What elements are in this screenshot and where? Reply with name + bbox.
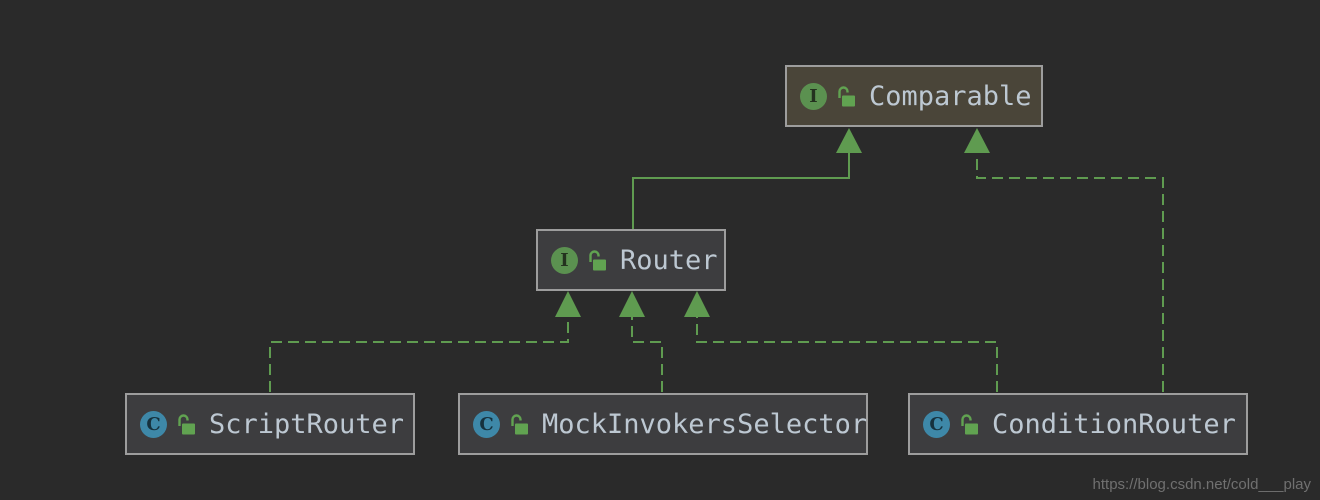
watermark-url: https://blog.csdn.net/cold___play: [1092, 476, 1311, 493]
class-icon: C: [473, 410, 500, 438]
node-mockinvokersselector[interactable]: C MockInvokersSelector: [458, 393, 868, 455]
interface-icon: I: [800, 82, 827, 110]
edge-scriptrouter-implements-router: [269, 291, 581, 392]
node-scriptrouter[interactable]: C ScriptRouter: [125, 393, 415, 455]
node-label: MockInvokersSelector: [542, 408, 868, 440]
node-comparable[interactable]: I Comparable: [785, 65, 1043, 127]
edge-conditionrouter-implements-router: [684, 291, 998, 392]
node-label: Comparable: [869, 80, 1032, 112]
node-label: ConditionRouter: [992, 408, 1236, 440]
edge-conditionrouter-implements-comparable: [964, 128, 1164, 392]
unlocked-icon: [589, 249, 606, 270]
node-router[interactable]: I Router: [536, 229, 726, 291]
node-conditionrouter[interactable]: C ConditionRouter: [908, 393, 1248, 455]
unlocked-icon: [511, 413, 528, 434]
interface-icon: I: [551, 246, 578, 274]
edge-router-extends-comparable: [632, 128, 862, 229]
class-icon: C: [140, 410, 167, 438]
edge-mockinvokersselector-implements-router: [619, 291, 663, 392]
node-label: ScriptRouter: [209, 408, 405, 440]
unlocked-icon: [838, 85, 855, 106]
node-label: Router: [620, 244, 718, 276]
unlocked-icon: [961, 413, 978, 434]
class-icon: C: [923, 410, 950, 438]
unlocked-icon: [178, 413, 195, 434]
